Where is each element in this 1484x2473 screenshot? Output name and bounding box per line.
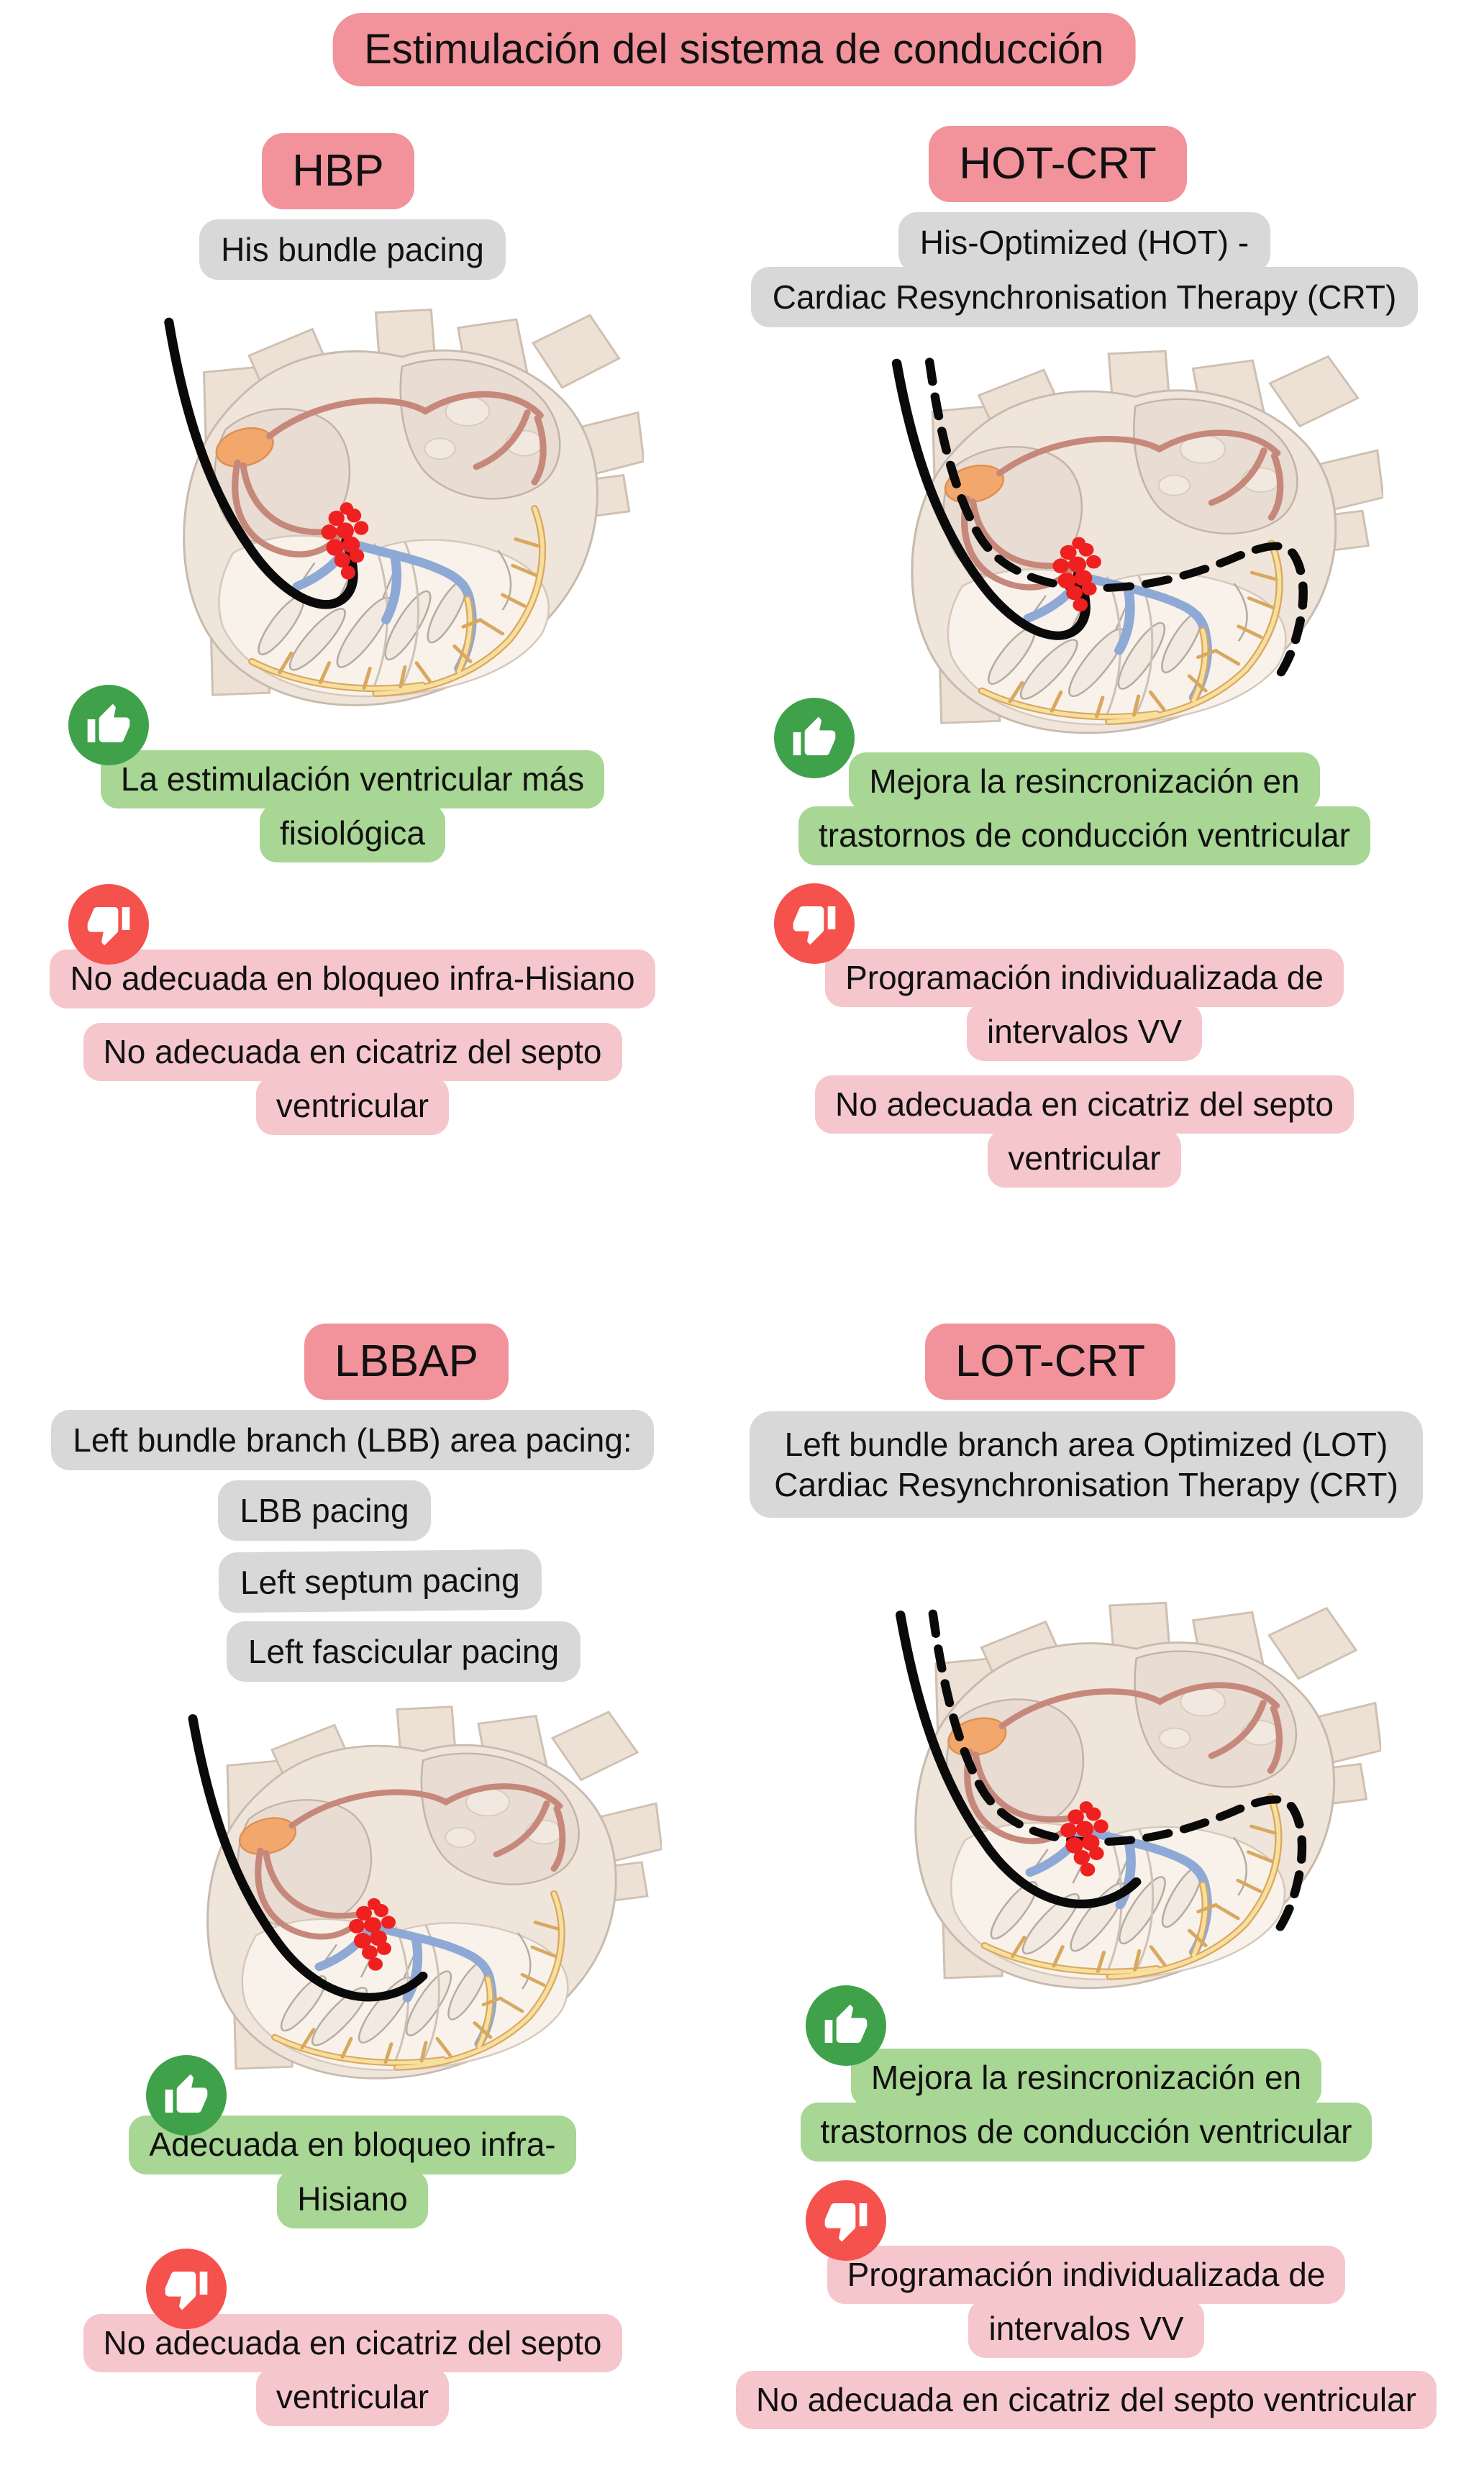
con-text-line: ventricular [255, 1076, 450, 1136]
heart-illustration-lbbap [188, 1698, 662, 2090]
hot-crt-cons-2: No adecuada en cicatriz del septo ventri… [815, 1075, 1354, 1188]
subtitle-line: Left bundle branch area Optimized (LOT) [784, 1426, 1388, 1463]
subtitle-line: Left septum pacing [218, 1549, 542, 1613]
con-text-line: ventricular [988, 1129, 1181, 1188]
con-text-line: intervalos VV [968, 2299, 1204, 2358]
lot-crt-cons-2: No adecuada en cicatriz del septo ventri… [736, 2370, 1437, 2430]
panel-hbp: HBP His bundle pacing La estimulación ve… [14, 133, 691, 1136]
heart-illustration-hbp [164, 300, 644, 717]
subtitle-line: Cardiac Resynchronisation Therapy (CRT) [774, 1466, 1398, 1504]
subtitle-line: Left fascicular pacing [226, 1621, 581, 1682]
panel-lbbap: LBBAP Left bundle branch (LBB) area paci… [14, 1324, 691, 2427]
thumbs-down-icon [806, 2180, 886, 2261]
con-text-line: Programación individualizada de [827, 2245, 1346, 2304]
subtitle-line: Cardiac Resynchronisation Therapy (CRT) [750, 267, 1419, 328]
pro-text-line: Hisiano [277, 2169, 428, 2228]
heart-illustration-lot-crt [896, 1593, 1381, 2000]
cs-lv-lead-dashed [924, 357, 1308, 680]
con-text-line: No adecuada en cicatriz del septo ventri… [736, 2370, 1437, 2430]
panel-hbp-subtitle: His bundle pacing [199, 209, 506, 281]
thumbs-down-icon [774, 883, 855, 964]
pro-text-line: Mejora la resincronización en [850, 2049, 1322, 2108]
panel-lot-crt: LOT-CRT Left bundle branch area Optimize… [691, 1324, 1482, 2430]
panel-hot-crt-subtitle: His-Optimized (HOT) - Cardiac Resynchron… [750, 202, 1419, 328]
hbp-pros: La estimulación ventricular más fisiológ… [100, 750, 605, 863]
thumbs-down-icon [146, 2248, 227, 2329]
hbp-cons: No adecuada en bloqueo infra-Hisiano [50, 949, 655, 1008]
pacing-lead-lbb [896, 1611, 1142, 1909]
panel-lot-crt-subtitle: Left bundle branch area Optimized (LOT) … [750, 1411, 1423, 1518]
con-text-line: No adecuada en bloqueo infra-Hisiano [50, 949, 655, 1008]
con-text-line: ventricular [255, 2368, 450, 2427]
panel-hot-crt-header: HOT-CRT [929, 126, 1187, 202]
panel-hbp-header: HBP [262, 133, 414, 209]
subtitle-line: Left bundle branch (LBB) area pacing: [51, 1410, 654, 1471]
thumbs-up-icon [146, 2055, 227, 2136]
thumbs-up-icon [806, 1985, 886, 2067]
subtitle-line: LBB pacing [218, 1480, 431, 1541]
heart-anatomy [208, 1707, 662, 2079]
thumbs-down-icon [68, 884, 149, 965]
heart-illustration-hot-crt [891, 342, 1383, 744]
pro-text-line: trastornos de conducción ventricular [800, 2103, 1373, 2162]
subtitle-line: His bundle pacing [199, 219, 506, 281]
panel-lbbap-subtitle: Left bundle branch (LBB) area pacing: LB… [51, 1400, 654, 1682]
con-text-line: No adecuada en cicatriz del septo [83, 1022, 622, 1081]
con-text-line: No adecuada en cicatriz del septo [815, 1075, 1354, 1134]
page-title: Estimulación del sistema de conducción [332, 13, 1136, 86]
hot-crt-pros: Mejora la resincronización en trastornos… [798, 752, 1370, 865]
lbbap-pros: Adecuada en bloqueo infra- Hisiano [129, 2116, 576, 2228]
pro-text-line: fisiológica [260, 804, 445, 863]
thumbs-up-icon [774, 698, 855, 779]
pro-text-line: Mejora la resincronización en [849, 752, 1320, 811]
pacing-lead-lbb [188, 1714, 428, 2002]
panel-lot-crt-header: LOT-CRT [924, 1324, 1176, 1400]
heart-anatomy [184, 310, 644, 706]
lot-crt-pros: Mejora la resincronización en trastornos… [800, 2049, 1373, 2162]
con-text-line: Programación individualizada de [825, 948, 1344, 1007]
hbp-cons-2: No adecuada en cicatriz del septo ventri… [83, 1022, 622, 1136]
pro-text-line: La estimulación ventricular más [100, 750, 605, 809]
lbbap-cons: No adecuada en cicatriz del septo ventri… [83, 2313, 622, 2427]
con-text-line: intervalos VV [966, 1002, 1202, 1061]
cs-lv-lead-dashed [928, 1609, 1307, 1935]
pro-text-line: trastornos de conducción ventricular [798, 806, 1370, 865]
subtitle-line: His-Optimized (HOT) - [898, 212, 1271, 273]
panel-hot-crt: HOT-CRT His-Optimized (HOT) - Cardiac Re… [694, 126, 1475, 1188]
hot-crt-cons: Programación individualizada de interval… [825, 948, 1344, 1061]
panel-lbbap-header: LBBAP [304, 1324, 509, 1400]
thumbs-up-icon [68, 685, 149, 766]
lot-crt-cons: Programación individualizada de interval… [827, 2245, 1346, 2358]
